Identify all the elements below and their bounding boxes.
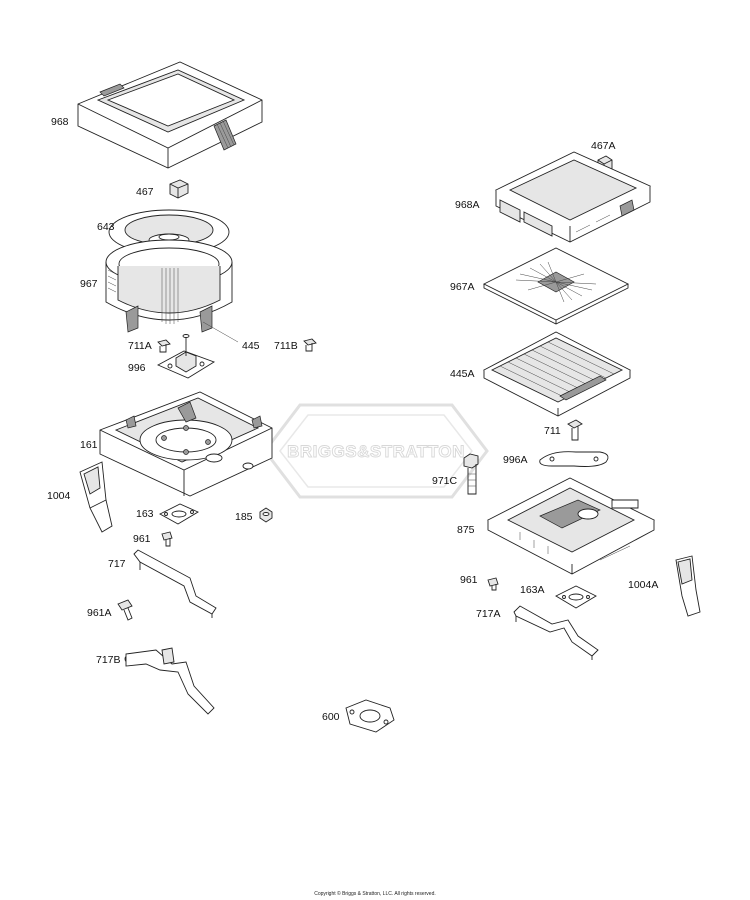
label-717B: 717B xyxy=(96,654,121,666)
part-968A-cover xyxy=(494,151,652,243)
leader-445 xyxy=(202,321,239,343)
part-967A-prefilter xyxy=(482,247,630,325)
label-968A: 968A xyxy=(455,199,480,211)
label-1004A: 1004A xyxy=(628,579,658,591)
label-961-right: 961 xyxy=(460,574,478,586)
label-961-left: 961 xyxy=(133,533,151,545)
part-1004A-duct xyxy=(675,555,701,617)
part-968-cover xyxy=(77,61,263,169)
part-967-filter xyxy=(105,239,233,333)
watermark-logo: BRIGGS&STRATTON xyxy=(263,403,489,499)
label-711: 711 xyxy=(544,425,561,437)
part-711-bolt xyxy=(567,419,583,441)
part-961A-screw xyxy=(117,599,133,621)
label-717A: 717A xyxy=(476,608,501,620)
part-717-bracket xyxy=(133,549,217,618)
label-467: 467 xyxy=(136,186,154,198)
label-996: 996 xyxy=(128,362,146,374)
label-1004: 1004 xyxy=(47,490,71,502)
callout-labels: 968 467 643 967 445 711A 711B 996 161 10… xyxy=(47,116,658,723)
label-600: 600 xyxy=(322,711,340,723)
part-875-base xyxy=(487,477,655,575)
label-163A: 163A xyxy=(520,584,545,596)
label-996A: 996A xyxy=(503,454,528,466)
watermark-text: BRIGGS&STRATTON xyxy=(287,442,465,461)
label-445: 445 xyxy=(242,340,260,352)
label-968: 968 xyxy=(51,116,69,128)
part-711A-bolt xyxy=(157,339,171,353)
copyright-footer: Copyright © Briggs & Stratton, LLC. All … xyxy=(314,891,436,897)
part-163A-gasket xyxy=(555,585,597,609)
part-711B-bolt xyxy=(303,338,317,352)
part-961-screw-left xyxy=(161,531,173,547)
label-467A: 467A xyxy=(591,140,616,152)
label-971C: 971C xyxy=(432,475,458,487)
label-967A: 967A xyxy=(450,281,475,293)
part-961-screw-right xyxy=(487,577,499,591)
label-445A: 445A xyxy=(450,368,475,380)
label-161: 161 xyxy=(80,439,98,451)
part-996-bracket xyxy=(156,334,216,379)
part-971C-bolt xyxy=(463,453,479,495)
label-961A: 961A xyxy=(87,607,112,619)
label-711B: 711B xyxy=(274,340,298,352)
part-600-gasket xyxy=(345,699,395,733)
part-717B-bracket xyxy=(124,647,215,715)
label-163: 163 xyxy=(136,508,154,520)
part-1004-duct xyxy=(79,461,113,533)
part-467-knob xyxy=(169,179,189,199)
label-185: 185 xyxy=(235,511,253,523)
part-185-nut xyxy=(259,507,273,523)
part-445A-filter xyxy=(483,331,631,417)
label-643: 643 xyxy=(97,221,115,233)
label-711A: 711A xyxy=(128,340,152,352)
label-967: 967 xyxy=(80,278,98,290)
part-163-gasket xyxy=(159,503,199,525)
part-996A-plate xyxy=(539,451,609,467)
part-717A-bracket xyxy=(513,605,599,660)
part-161-base xyxy=(99,391,273,497)
label-875: 875 xyxy=(457,524,475,536)
label-717: 717 xyxy=(108,558,126,570)
